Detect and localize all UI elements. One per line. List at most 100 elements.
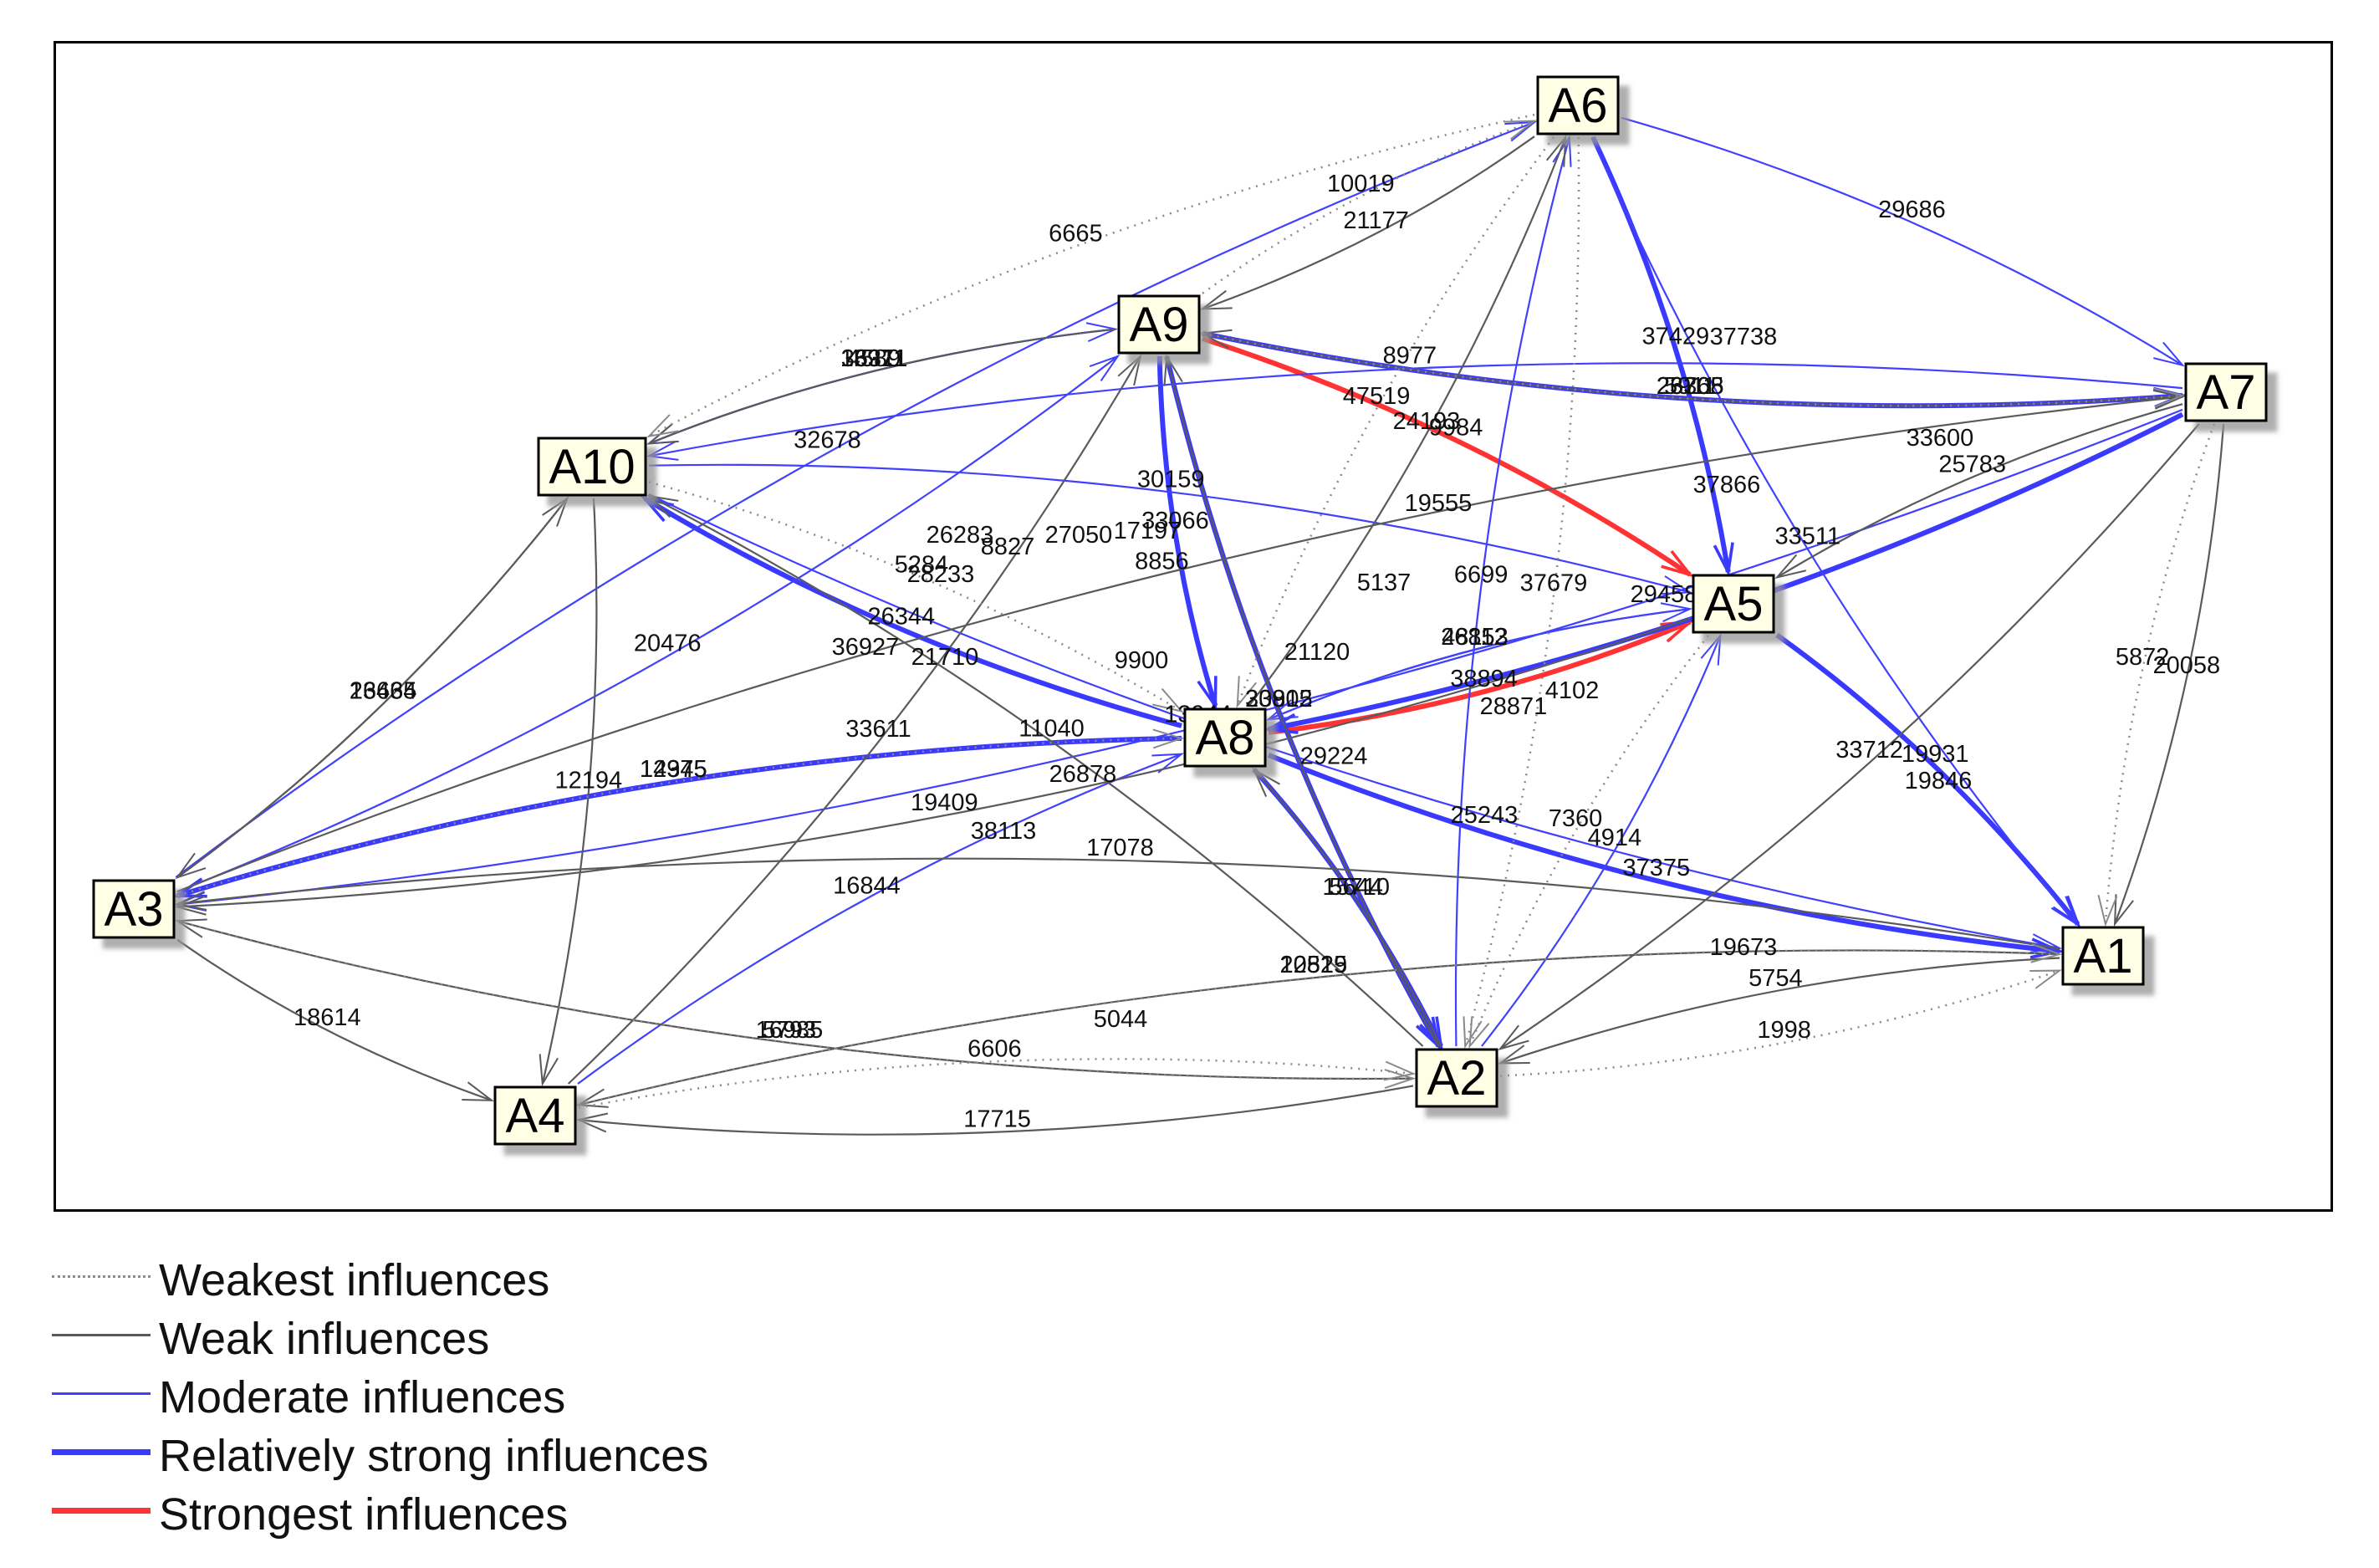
edge-a8-to-a1 [1267, 753, 2060, 954]
edge-arrowhead [2153, 387, 2186, 408]
edge-weight-label: 11040 [1018, 716, 1085, 743]
edge-a5-to-a8 [1268, 608, 1691, 721]
edge-arrowhead [1151, 753, 1185, 774]
edge-weight-label: 36311 [841, 345, 907, 372]
edge-weight-label: 5793 [763, 1017, 817, 1044]
legend-swatch-weak [52, 1334, 151, 1336]
edge-a7-to-a1 [2114, 423, 2225, 925]
edge-a9-to-a10 [648, 328, 1116, 445]
edge-arrowhead [1774, 554, 1807, 580]
edge-weight-label: 33712 [1835, 737, 1903, 764]
edge-weight-label: 6665 [1049, 220, 1103, 247]
legend-label: Strongest influences [159, 1489, 569, 1540]
node-box [2184, 362, 2268, 422]
node-a4: A4 [493, 1085, 577, 1146]
edge-a2-to-a6 [1454, 136, 1570, 1047]
edge-a10-to-a8 [648, 481, 1182, 712]
edge-weight-label: 27050 [1045, 522, 1113, 549]
edge-weight-label: 48112 [1442, 624, 1508, 651]
legend-swatch-strong [52, 1449, 151, 1455]
node-box [92, 879, 176, 939]
edge-arrowhead [1497, 1044, 1530, 1065]
edge-a8-to-a5 [1268, 619, 1692, 735]
edge-arrowhead [575, 1112, 609, 1133]
edge-arrowhead [2052, 895, 2081, 928]
edge-arrowhead [1163, 353, 1183, 386]
edge-weight-label: 29686 [1878, 197, 1946, 223]
edge-arrowhead [2097, 895, 2118, 927]
edge-weight-label: 19409 [911, 789, 978, 816]
edge-weight-label: 28233 [907, 561, 975, 588]
edge-a5-to-a3 [176, 617, 1691, 908]
edge-weight-label: 5137 [1357, 569, 1412, 596]
node-box [1415, 1048, 1498, 1108]
edge-weight-label: 16664 [350, 678, 417, 705]
node-label: A3 [105, 882, 164, 937]
edge-weight-label: 33511 [1774, 523, 1840, 549]
edge-weight-label: 5911 [1664, 373, 1716, 400]
edge-weight-label: 5754 [1749, 965, 1803, 992]
edge-weight-label: 21177 [1343, 207, 1409, 234]
node-box [537, 437, 647, 497]
edge-arrowhead [646, 423, 679, 445]
edge-arrowhead [2152, 389, 2186, 410]
edge-arrowhead [1468, 1016, 1490, 1050]
edge-weight-label: 23768 [1657, 373, 1724, 400]
edge-a6-to-a8 [1236, 136, 1555, 707]
edge-weight-label: 33066 [1141, 508, 1209, 534]
edge-arrowhead [2153, 341, 2185, 367]
edge-weight-label: 47519 [1343, 383, 1411, 410]
edge-weight-label: 33611 [845, 716, 911, 743]
edge-labels-layer: 9984388943742926305263443381556443737519… [294, 171, 2220, 1133]
edge-weight-label: 19673 [1710, 934, 1778, 961]
node-label: A5 [1704, 577, 1764, 631]
node-box [1536, 75, 1620, 135]
edge-a10-to-a4 [541, 498, 598, 1085]
edge-a8-to-a6 [1248, 136, 1567, 707]
legend-label: Relatively strong influences [159, 1431, 709, 1481]
edge-arrowhead [1085, 322, 1119, 343]
edge-a9-to-a8 [1156, 355, 1218, 707]
edge-weight-label: 8977 [1383, 343, 1437, 370]
edge-weight-label: 21710 [911, 644, 979, 671]
edge-arrowhead [1498, 1024, 1529, 1051]
legend: Weakest influences Weak influences Moder… [52, 1248, 972, 1540]
edge-weight-label: 5644 [1329, 874, 1383, 901]
legend-swatch-moderate [52, 1392, 151, 1395]
edge-a4-to-a1 [578, 949, 2060, 1106]
edge-a3-to-a4 [176, 938, 493, 1101]
edge-arrowhead [646, 494, 679, 518]
edge-weight-label: 9900 [1115, 647, 1169, 674]
edge-arrowhead [1463, 1016, 1483, 1050]
node-label: A10 [549, 440, 635, 494]
edge-weight-label: 24193 [1393, 408, 1461, 435]
legend-item-weak: Weak influences [52, 1306, 972, 1365]
edge-arrowhead [2029, 969, 2063, 989]
edge-a9-to-a5 [1202, 336, 1692, 577]
edges-layer [172, 113, 2225, 1136]
edge-weight-label: 14975 [640, 756, 707, 783]
legend-item-weakest: Weakest influences [52, 1248, 972, 1306]
edge-a7-to-a1 [2104, 423, 2216, 925]
edge-a2-to-a8 [1253, 769, 1442, 1047]
edge-weight-label: 37866 [1693, 472, 1761, 498]
edge-a2-to-a1 [1499, 969, 2060, 1077]
edge-arrowhead [1384, 1069, 1417, 1089]
edge-weight-label: 26878 [1049, 761, 1117, 788]
edge-weight-label: 20476 [634, 631, 702, 657]
edge-arrowhead [174, 895, 207, 916]
edge-weight-label: 20825 [1279, 952, 1347, 978]
node-box [1117, 294, 1201, 355]
edge-weight-label: 17715 [963, 1106, 1031, 1133]
edge-weight-label: 37429 [1641, 323, 1709, 350]
edge-weight-label: 26305 [1657, 373, 1724, 400]
edge-arrowhead [1700, 632, 1722, 666]
edge-weight-label: 25783 [1938, 452, 2006, 478]
edge-a4-to-a9 [567, 355, 1141, 1085]
edge-weight-label: 5044 [1094, 1006, 1148, 1033]
edge-weight-label: 30159 [1137, 466, 1205, 493]
edge-arrowhead [1089, 355, 1121, 382]
edge-a3-to-a8 [176, 737, 1182, 897]
edge-arrowhead [542, 496, 569, 527]
